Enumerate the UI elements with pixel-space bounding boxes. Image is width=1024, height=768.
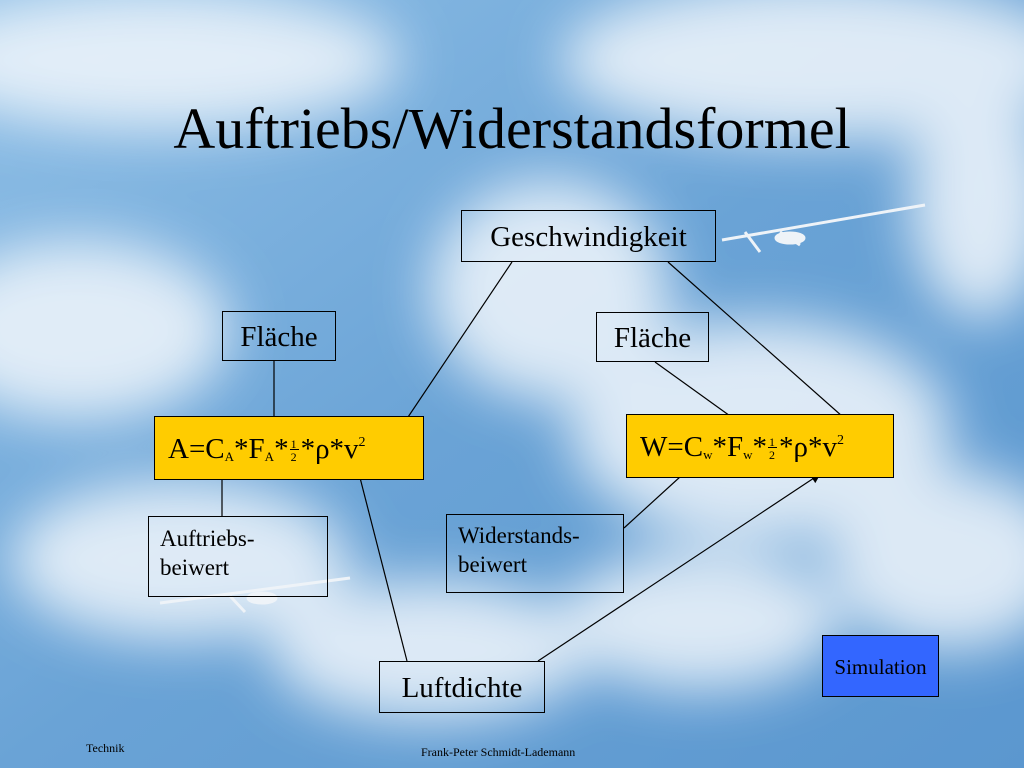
footer-left: Technik: [86, 741, 125, 755]
air-density-label: Luftdichte: [401, 672, 523, 704]
arrow-density-to-drag: [537, 473, 821, 662]
lift-coefficient-box: Auftriebs- beiwert: [148, 516, 328, 597]
speed-label: Geschwindigkeit: [490, 221, 687, 253]
drag-coefficient-line1: Widerstands-: [458, 523, 580, 548]
arrow-density-to-lift: [354, 465, 408, 662]
arrow-speed-to-drag: [667, 261, 861, 433]
drag-coefficient-box: Widerstands- beiwert: [446, 514, 624, 593]
arrow-speed-to-lift: [397, 261, 513, 433]
glider-image-bottom: [159, 576, 351, 614]
simulation-button[interactable]: Simulation: [822, 635, 939, 697]
area-box-left: Fläche: [222, 311, 336, 361]
drag-coefficient-line2: beiwert: [458, 551, 527, 577]
glider-image-top: [721, 203, 926, 253]
area-label-right: Fläche: [613, 322, 692, 354]
footer-author: Frank-Peter Schmidt-Lademann: [421, 745, 576, 759]
area-label-left: Fläche: [240, 321, 318, 353]
lift-coefficient-line1: Auftriebs-: [160, 526, 255, 551]
lift-coefficient-line2: beiwert: [160, 554, 229, 580]
slide-title: Auftriebs/Widerstandsformel: [173, 96, 851, 161]
air-density-box: Luftdichte: [379, 661, 545, 713]
speed-box: Geschwindigkeit: [461, 210, 716, 262]
area-box-right: Fläche: [596, 312, 709, 362]
simulation-label: Simulation: [834, 655, 927, 679]
